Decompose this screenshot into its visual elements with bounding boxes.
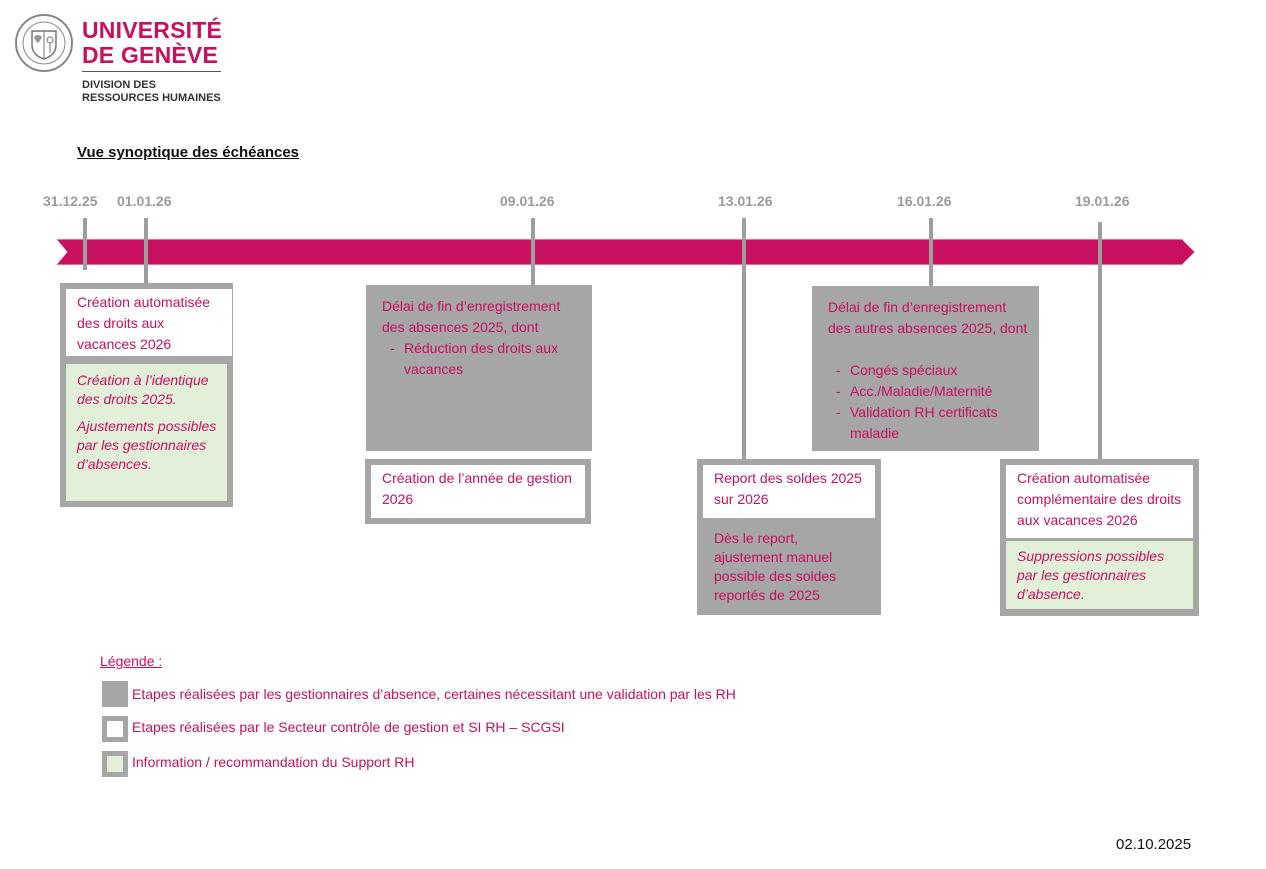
gray-intro: Délai de fin d’enregistrement des absenc… xyxy=(382,298,561,335)
timeline-tick xyxy=(83,218,87,270)
gray-list: Réduction des droits aux vacances xyxy=(382,338,582,380)
legend-title: Légende : xyxy=(100,653,163,669)
date-label: 01.01.26 xyxy=(117,193,172,209)
timeline-tick xyxy=(929,218,933,288)
university-name: UNIVERSITÉ DE GENÈVE xyxy=(82,18,222,68)
list-item: Congés spéciaux xyxy=(828,360,1033,381)
university-name-line1: UNIVERSITÉ xyxy=(82,17,223,43)
box-delai-absences-2025: Délai de fin d’enregistrement des absenc… xyxy=(366,285,592,451)
legend-label: Information / recommandation du Support … xyxy=(132,754,415,770)
date-label: 16.01.26 xyxy=(897,193,952,209)
gray-text: Dès le report, ajustement manuel possibl… xyxy=(714,530,837,603)
box-white-section: Report des soldes 2025 sur 2026 xyxy=(703,465,875,518)
header-divider xyxy=(82,71,221,72)
university-name-line2: DE GENÈVE xyxy=(82,42,219,68)
timeline-arrow xyxy=(55,238,1196,266)
green-text: Suppressions possibles par les gestionna… xyxy=(1017,548,1165,602)
date-label: 13.01.26 xyxy=(718,193,773,209)
date-label: 19.01.26 xyxy=(1075,193,1130,209)
page-title: Vue synoptique des échéances xyxy=(77,144,300,161)
list-item: Acc./Maladie/Maternité xyxy=(828,381,1033,402)
university-seal-icon xyxy=(14,13,74,73)
timeline-tick xyxy=(742,218,746,460)
division-line1: DIVISION DES xyxy=(82,79,156,91)
document-date: 02.10.2025 xyxy=(1116,836,1192,853)
list-item: Validation RH certificats maladie xyxy=(828,402,1033,444)
box-green-section: Suppressions possibles par les gestionna… xyxy=(1006,541,1193,609)
box-delai-autres-absences: Délai de fin d’enregistrement des autres… xyxy=(812,286,1039,451)
division-line2: RESSOURCES HUMAINES xyxy=(82,92,221,104)
legend-swatch-gray xyxy=(102,681,128,707)
legend-label: Etapes réalisées par les gestionnaires d… xyxy=(132,686,736,702)
green-text-p1: Création à l’identique des droits 2025. xyxy=(77,372,209,407)
date-label: 31.12.25 xyxy=(43,193,98,209)
legend-label: Etapes réalisées par le Secteur contrôle… xyxy=(132,719,565,735)
division-name: DIVISION DES RESSOURCES HUMAINES xyxy=(82,79,221,105)
legend-swatch-green xyxy=(102,751,128,777)
box-annee-gestion-2026: Création de l’année de gestion 2026 xyxy=(365,459,591,524)
box-green-section: Création à l’identique des droits 2025. … xyxy=(66,364,227,501)
box-white-section: Création de l’année de gestion 2026 xyxy=(371,465,585,518)
timeline-tick xyxy=(144,218,148,285)
box-droits-complementaires: Création automatisée complémentaire des … xyxy=(1000,459,1199,616)
gray-intro: Délai de fin d’enregistrement des autres… xyxy=(828,299,1028,336)
date-label: 09.01.26 xyxy=(500,193,555,209)
timeline-tick xyxy=(531,218,535,286)
gray-list: Congés spéciaux Acc./Maladie/Maternité V… xyxy=(828,360,1033,444)
box-droits-vacances-2026: Création automatisée des droits aux vaca… xyxy=(60,283,233,507)
box-white-section: Création automatisée des droits aux vaca… xyxy=(66,289,232,356)
legend-swatch-white xyxy=(102,716,128,742)
timeline-tick xyxy=(1098,222,1102,460)
box-report-soldes: Report des soldes 2025 sur 2026 Dès le r… xyxy=(697,459,881,615)
green-text-p2: Ajustements possibles par les gestionnai… xyxy=(77,418,217,472)
box-white-section: Création automatisée complémentaire des … xyxy=(1006,465,1193,538)
list-item: Réduction des droits aux vacances xyxy=(382,338,582,380)
